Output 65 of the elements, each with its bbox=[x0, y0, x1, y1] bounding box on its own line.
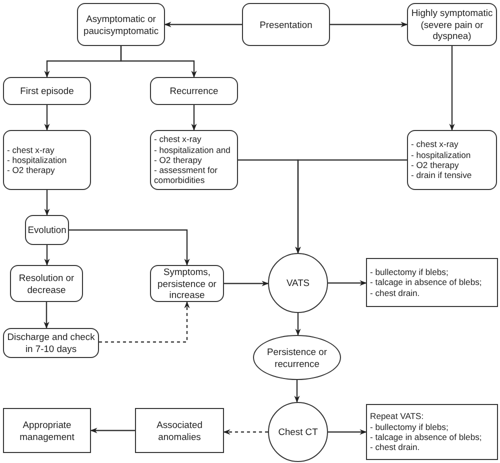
arrow bbox=[44, 302, 50, 329]
arrow bbox=[44, 190, 50, 216]
node-text: Resolution or decrease bbox=[18, 272, 76, 296]
arrow bbox=[44, 105, 50, 131]
node-text: Presentation bbox=[260, 18, 312, 30]
process-box bbox=[25, 215, 69, 245]
node-text: Symptoms, persistence or increase bbox=[156, 266, 218, 302]
process-box bbox=[150, 130, 238, 190]
list-item-text: Repeat VATS: bbox=[370, 411, 425, 422]
arrow bbox=[328, 429, 367, 435]
list-item-text: - hospitalization bbox=[7, 154, 68, 166]
arrow bbox=[44, 245, 50, 266]
list-item-text: - chest x-ray bbox=[7, 144, 56, 155]
list-item-text: - bullectomy if blebs; bbox=[370, 422, 450, 432]
arrow bbox=[90, 428, 135, 434]
list-item-text: - talcage in absence of blebs; bbox=[370, 277, 483, 288]
process-box bbox=[366, 258, 498, 307]
process-box bbox=[150, 265, 224, 302]
arrow bbox=[295, 313, 301, 336]
process-box bbox=[407, 130, 497, 190]
arrow bbox=[330, 22, 408, 28]
list-item-text: - chest drain. bbox=[370, 288, 421, 298]
node-text: Recurrence bbox=[170, 85, 218, 97]
list-item-text: - hospitalization bbox=[411, 150, 472, 160]
process-box bbox=[242, 3, 330, 46]
process-box bbox=[150, 77, 238, 105]
process-box bbox=[366, 404, 498, 460]
process-box bbox=[3, 130, 91, 190]
node-text: Highly symptomatic (severe pain or dyspnea) bbox=[410, 6, 494, 42]
list-item-text: - assessment for comorbidities bbox=[154, 165, 219, 186]
arrow bbox=[164, 22, 242, 28]
list-item-text: - talcage in absence of blebs; bbox=[370, 432, 483, 442]
node-text: Chest CT bbox=[278, 426, 318, 438]
process-box bbox=[3, 408, 91, 453]
list-item-text: - hospitalization and bbox=[154, 144, 232, 155]
node-text: Evolution bbox=[28, 224, 66, 236]
arrow bbox=[69, 229, 190, 266]
list-item-text: - O2 therapy bbox=[411, 160, 460, 170]
list-item-text: - chest x-ray bbox=[154, 134, 202, 145]
process-box bbox=[77, 3, 165, 46]
node-text: Associated anomalies bbox=[156, 418, 204, 442]
process-box bbox=[3, 77, 91, 105]
node-text: First episode bbox=[20, 85, 74, 97]
arrow bbox=[328, 280, 367, 286]
arrow bbox=[295, 159, 407, 254]
list-item-text: - O2 therapy bbox=[154, 154, 202, 166]
arrow bbox=[120, 46, 197, 78]
arrow bbox=[191, 105, 197, 131]
list-item-text: - O2 therapy bbox=[7, 165, 56, 176]
node-text: VATS bbox=[286, 277, 310, 289]
node-text: Appropriate management bbox=[18, 418, 76, 442]
node-text: Persistence or recurrence bbox=[266, 346, 328, 370]
arrow bbox=[449, 46, 455, 131]
process-box bbox=[10, 265, 83, 302]
arrow bbox=[99, 301, 190, 343]
node-text: Asymptomatic or paucisymptomatic bbox=[82, 12, 160, 36]
arrow bbox=[223, 429, 268, 435]
arrow bbox=[294, 380, 300, 403]
process-box bbox=[135, 408, 224, 453]
list-item-text: - chest drain. bbox=[370, 442, 421, 453]
list-item-text: - bullectomy if blebs; bbox=[370, 267, 450, 278]
arrow bbox=[224, 280, 269, 286]
node-text: Discharge and check in 7-10 days bbox=[6, 331, 96, 355]
list-item-text: - chest x-ray bbox=[411, 139, 460, 150]
list-item-text: - drain if tensive bbox=[411, 170, 473, 181]
